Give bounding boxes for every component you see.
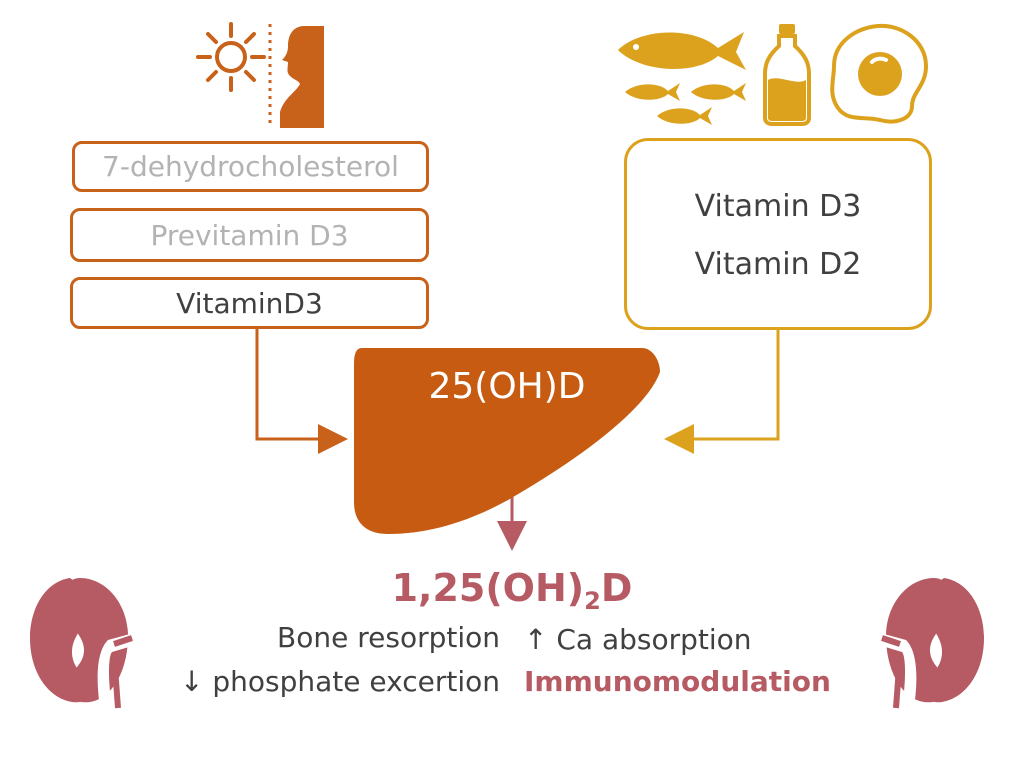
liver-icon xyxy=(354,348,660,534)
dietary-vitamin-box: Vitamin D3 Vitamin D2 xyxy=(624,138,932,330)
fried-egg-icon xyxy=(830,23,929,124)
vitamin-d3-skin-box: VitaminD3 xyxy=(70,277,429,329)
active-metabolite-main: 1,25(OH) xyxy=(391,566,585,610)
active-metabolite-subscript: 2 xyxy=(584,587,601,615)
previtamin-d3-box: Previtamin D3 xyxy=(70,208,429,262)
active-metabolite-end: D xyxy=(600,566,633,610)
kidney-icon xyxy=(881,578,984,709)
dehydrocholesterol-box: 7-dehydrocholesterol xyxy=(72,141,429,192)
dietary-vitamin-d3-label: Vitamin D3 xyxy=(694,189,862,224)
diet-to-liver-arrow xyxy=(664,329,780,454)
previtamin-d3-label: Previtamin D3 xyxy=(150,218,349,252)
immunomodulation-label: Immunomodulation xyxy=(524,665,831,698)
phosphate-excretion-label: ↓ phosphate excertion xyxy=(180,665,500,698)
dehydrocholesterol-label: 7-dehydrocholesterol xyxy=(102,150,399,183)
liver-metabolite-label: 25(OH)D xyxy=(428,366,586,407)
calcium-absorption-label: ↑ Ca absorption xyxy=(524,623,752,656)
active-metabolite-title: 1,25(OH)2D xyxy=(330,566,694,615)
vitamin-d3-skin-label: VitaminD3 xyxy=(176,286,323,320)
person-silhouette-icon xyxy=(268,24,324,128)
skin-to-liver-arrow xyxy=(255,329,348,454)
bone-resorption-label: Bone resorption xyxy=(277,621,500,654)
fish-icon xyxy=(618,32,746,70)
fish-icon xyxy=(657,107,712,125)
kidney-icon xyxy=(30,578,133,709)
fish-icon xyxy=(691,83,746,101)
sun-icon xyxy=(196,22,266,92)
dietary-vitamin-d2-label: Vitamin D2 xyxy=(694,247,862,282)
milk-bottle-icon xyxy=(763,24,811,126)
fish-icon xyxy=(625,83,680,101)
